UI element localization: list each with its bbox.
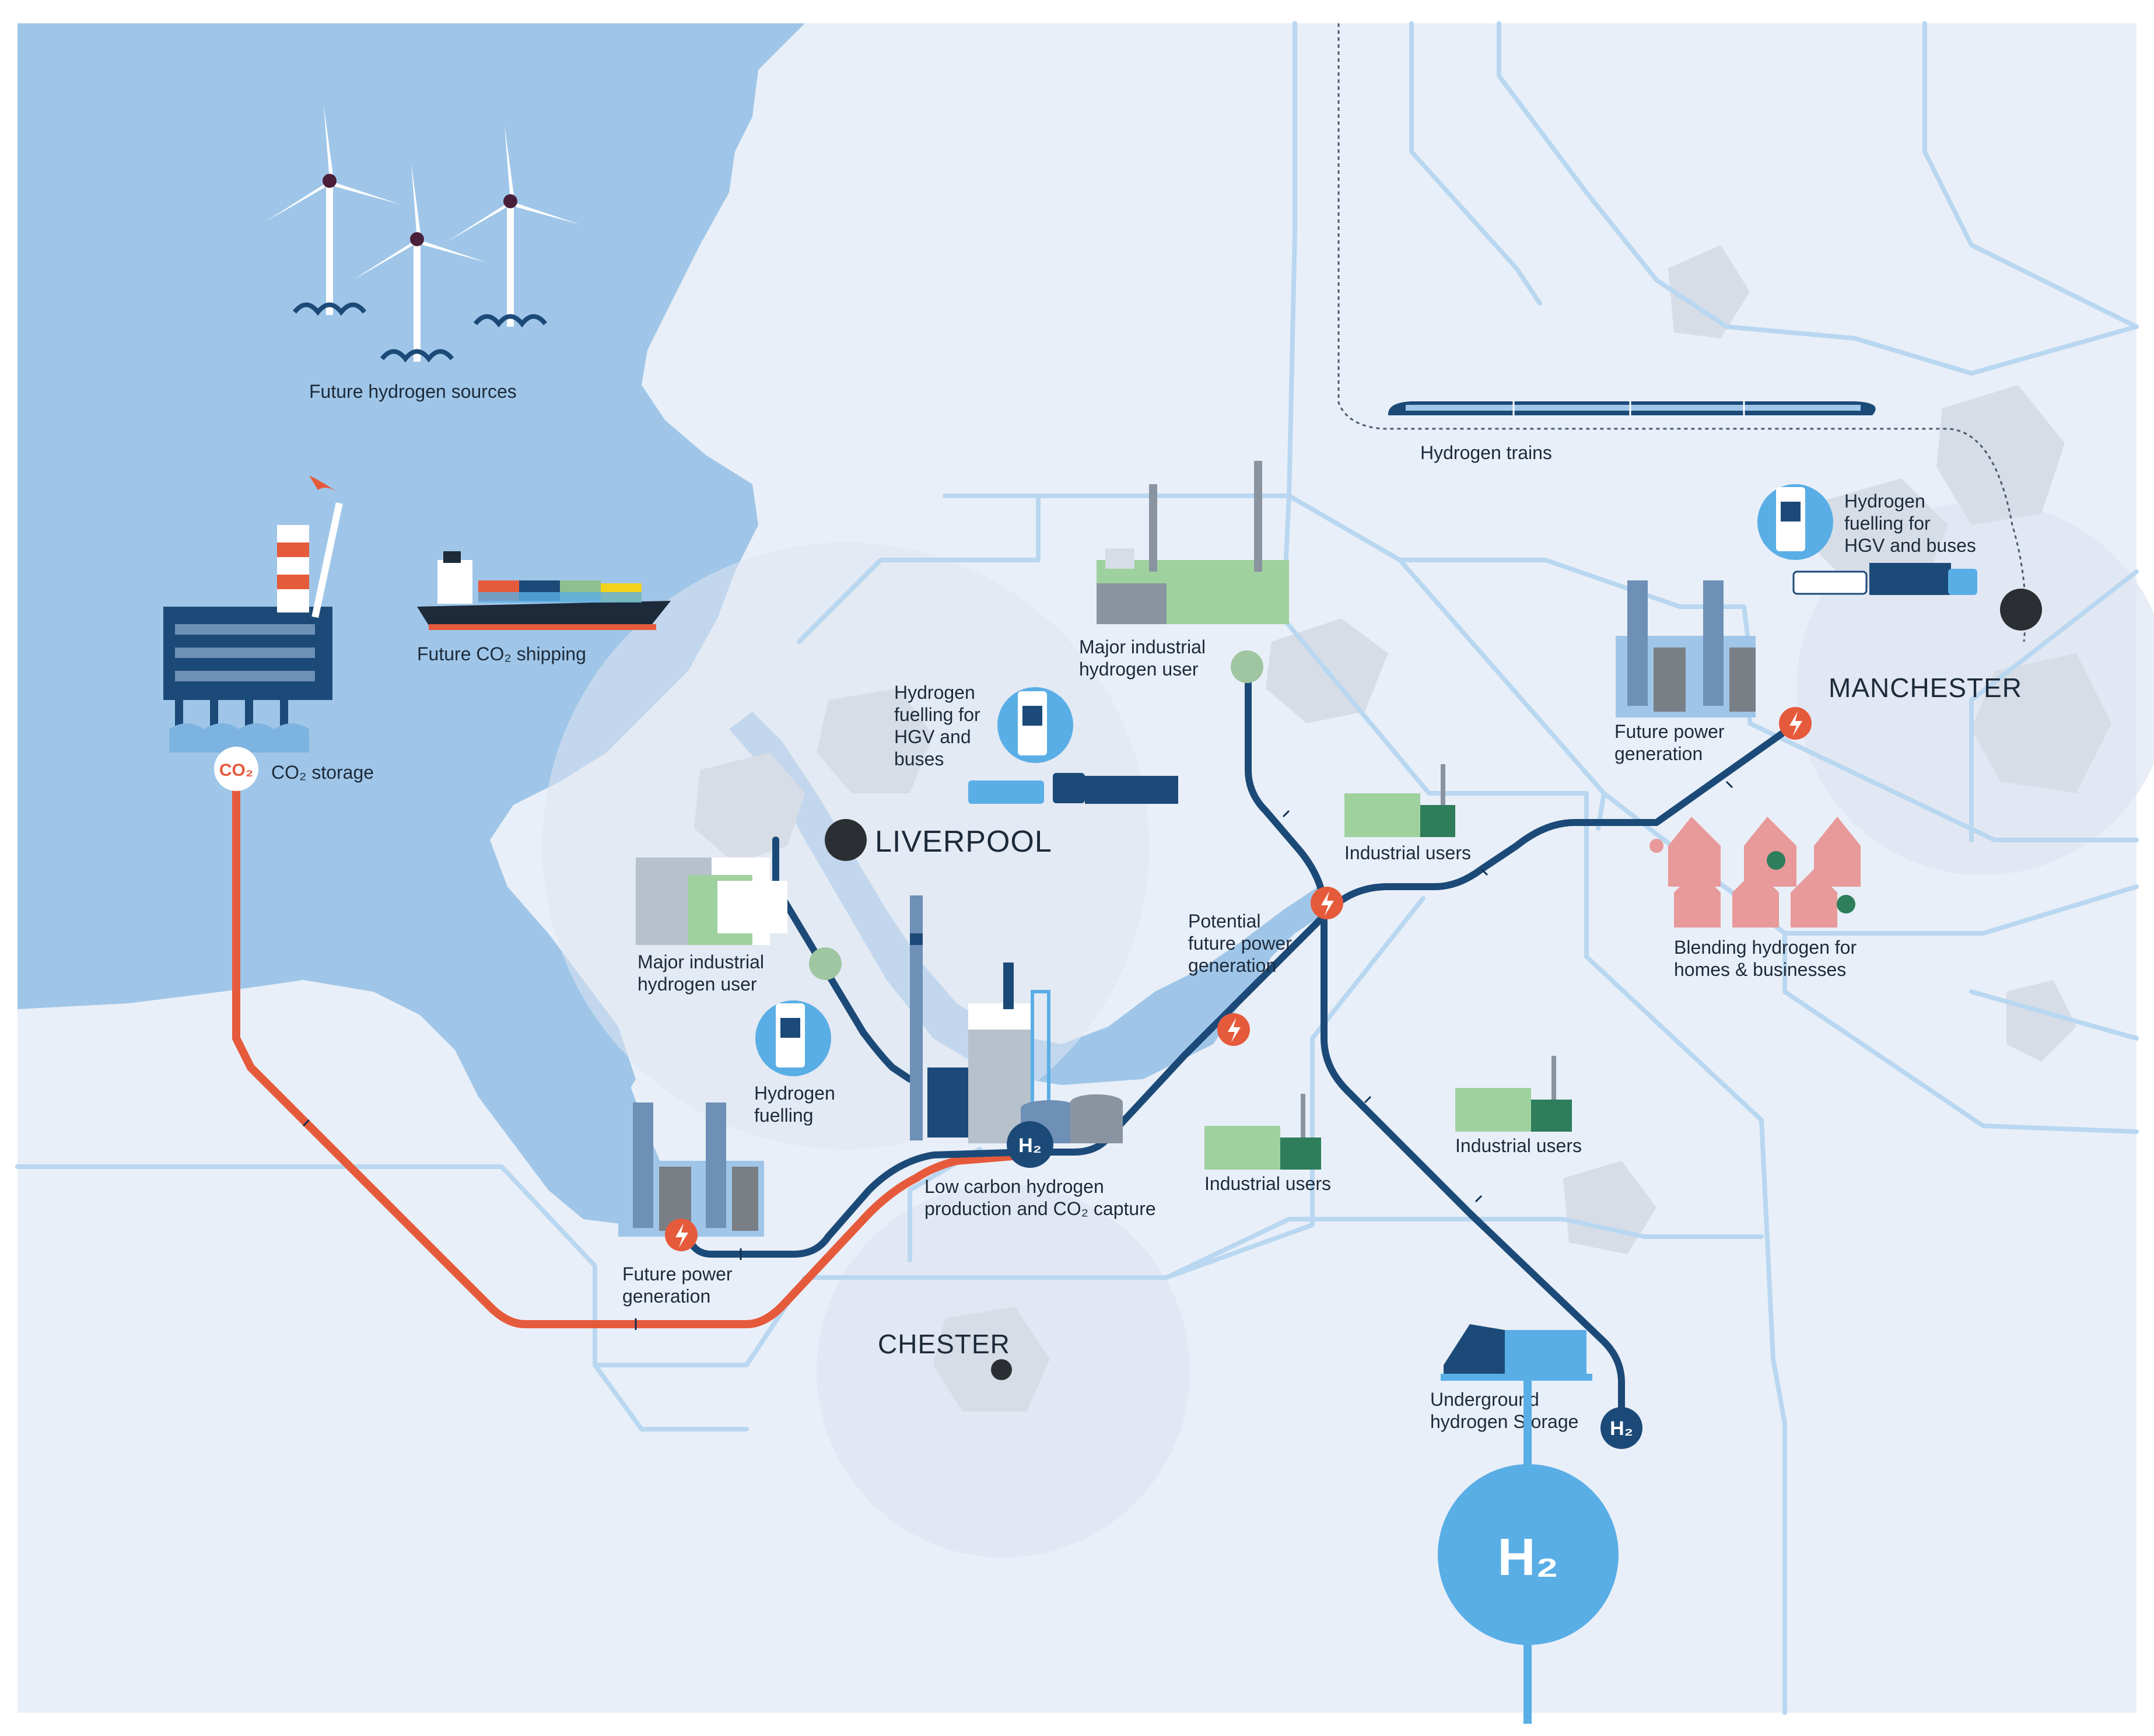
future-power-left-line1: Future power (622, 1264, 733, 1284)
hydrogen-fuelling-station-icon-right (1757, 484, 1833, 560)
co2-pipeline (232, 760, 1031, 1328)
blending-junction-marker (1649, 839, 1663, 853)
hydrogen-fuelling-hgv-left-line2: fuelling for (894, 704, 980, 725)
wind-turbine-icons (265, 105, 580, 363)
manchester-label: MANCHESTER (1829, 673, 2022, 703)
industrial-users-icon-2 (1204, 1094, 1321, 1170)
potential-power-line2: future power (1188, 933, 1292, 954)
hydrogen-fuelling-hgv-right-line3: HGV and buses (1844, 535, 1976, 556)
major-industrial-top-line2: hydrogen user (1079, 659, 1199, 680)
h2-reservoir-label: H₂ (1498, 1528, 1559, 1587)
low-carbon-line2: production and CO₂ capture (924, 1198, 1156, 1219)
h2-storage-badge-text: H₂ (1610, 1418, 1633, 1440)
industrial-user-top-node (1231, 650, 1263, 683)
hydrogen-train-icon (1388, 401, 1876, 415)
blending-line2: homes & businesses (1674, 959, 1846, 980)
h2-storage-reservoir (1438, 1464, 1619, 1645)
power-station-icon-left (618, 1102, 764, 1237)
industrial-users-icon-3 (1455, 1056, 1572, 1132)
h2-production-badge-text: H₂ (1018, 1135, 1042, 1157)
blending-line1: Blending hydrogen for (1674, 937, 1857, 958)
lightning-icon-left (675, 1223, 688, 1248)
major-industrial-left-line2: hydrogen user (638, 974, 757, 995)
industrial-users-3-label: Industrial users (1455, 1135, 1582, 1156)
major-industrial-user-icon-left (636, 858, 787, 945)
industrial-users-1-label: Industrial users (1344, 842, 1471, 863)
bus-truck-icon-left (968, 773, 1178, 804)
industrial-users-2-label: Industrial users (1204, 1173, 1331, 1194)
industrial-user-left-node (809, 947, 842, 980)
future-hydrogen-sources-label: Future hydrogen sources (309, 381, 517, 402)
railway-line (1337, 23, 2026, 642)
lightning-icon-mid (1321, 891, 1334, 916)
houses-icon (1668, 817, 1861, 928)
underground-storage-line1: Underground (1430, 1389, 1539, 1410)
future-power-right-line1: Future power (1614, 721, 1725, 742)
ship-icon (417, 551, 671, 630)
industrial-users-icon-1 (1344, 764, 1455, 837)
h2-production-badge (1007, 1121, 1053, 1168)
chester-label: CHESTER (878, 1329, 1010, 1359)
future-co2-shipping-label: Future CO₂ shipping (417, 643, 586, 664)
hydrogen-trains-label: Hydrogen trains (1420, 442, 1552, 463)
hydrogen-fuelling-line2: fuelling (754, 1105, 813, 1126)
major-industrial-left-line1: Major industrial (638, 951, 764, 972)
hydrogen-fuelling-hgv-left-line1: Hydrogen (894, 682, 975, 703)
co2-badge-text: CO₂ (219, 761, 253, 780)
hydrogen-fuelling-hgv-right-line2: fuelling for (1844, 513, 1931, 534)
power-station-icon-right (1616, 580, 1756, 718)
manchester-dot (2000, 589, 2042, 631)
pipeline-ticks (302, 780, 1733, 1330)
hydrogen-fuelling-station-icon-left (997, 687, 1073, 763)
hydrogen-fuelling-line1: Hydrogen (754, 1083, 835, 1104)
low-carbon-line1: Low carbon hydrogen (924, 1176, 1104, 1197)
urban-areas (694, 245, 2111, 1412)
lightning-icon-lower (1228, 1018, 1241, 1042)
major-industrial-user-icon-top (1097, 461, 1289, 624)
sea-area (17, 23, 805, 1225)
lightning-icon-right (1789, 712, 1802, 736)
hydrogen-fuelling-hgv-left-line3: HGV and (894, 726, 971, 747)
potential-power-line3: generation (1188, 955, 1276, 976)
underground-storage-icon (1441, 1324, 1592, 1381)
potential-power-line1: Potential (1188, 911, 1261, 932)
hydrogen-fuelling-hgv-left-line4: buses (894, 748, 944, 769)
chester-dot (991, 1359, 1012, 1380)
h2-storage-badge (1600, 1407, 1642, 1449)
co2-storage-badge (214, 747, 258, 791)
liverpool-label: LIVERPOOL (875, 825, 1052, 859)
major-industrial-top-line1: Major industrial (1079, 636, 1206, 657)
bus-truck-icon-right (1792, 563, 1977, 595)
mersey-estuary (729, 712, 1330, 1085)
future-power-right-line2: generation (1614, 743, 1703, 764)
offshore-platform-icon (163, 475, 343, 752)
hydrogen-fuelling-icon (755, 1000, 831, 1076)
co2-storage-label: CO₂ storage (271, 762, 374, 783)
hydrogen-fuelling-hgv-right-line1: Hydrogen (1844, 491, 1925, 512)
future-power-left-line2: generation (622, 1286, 710, 1307)
underground-storage-line2: hydrogen Storage (1430, 1411, 1578, 1432)
liverpool-dot (825, 819, 867, 861)
